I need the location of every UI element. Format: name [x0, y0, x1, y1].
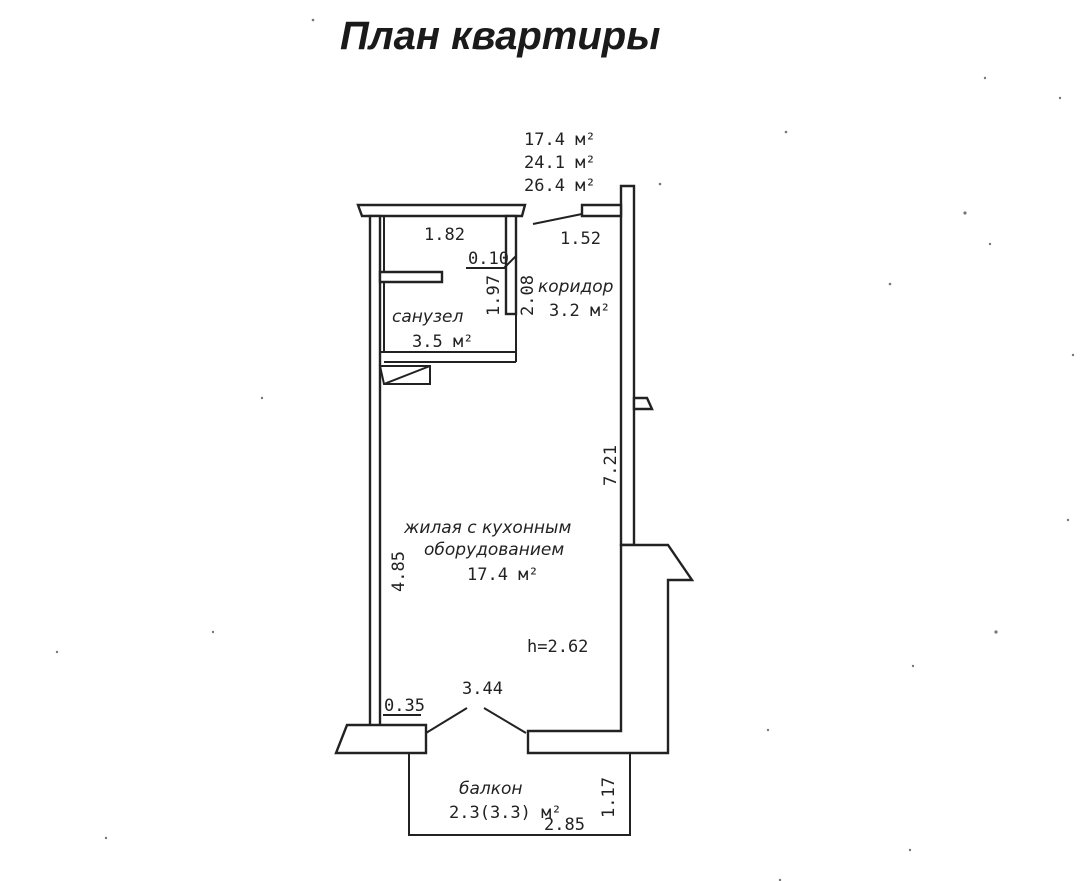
room-corridor-area: 3.2 м² [549, 301, 610, 321]
ceiling-height-label: h=2.62 [527, 637, 588, 657]
dim-bath-height: 1.97 [484, 275, 504, 316]
dim-left-wall: 4.85 [389, 551, 409, 592]
scan-noise [55, 18, 1075, 881]
room-balcony-area: 2.3(3.3) м² [449, 803, 562, 823]
room-living-area: 17.4 м² [467, 565, 539, 585]
dim-corridor-height: 2.08 [518, 275, 538, 316]
dim-bath-width: 1.82 [424, 225, 465, 245]
room-corridor-name: коридор [538, 277, 614, 297]
dim-balcony-width: 2.85 [544, 815, 585, 835]
room-bathroom-area: 3.5 м² [412, 332, 473, 352]
room-bathroom-name: санузел [392, 307, 463, 327]
page-title: План квартиры [340, 14, 661, 58]
room-living-name-2: оборудованием [424, 540, 564, 560]
area-total-with-balcony-label: 26.4 м² [524, 176, 596, 196]
dim-right-wall: 7.21 [601, 445, 621, 486]
room-living-name-1: жилая с кухонным [403, 518, 571, 538]
room-balcony-name: балкон [459, 779, 523, 799]
walls [334, 184, 695, 836]
dim-pier: 0.35 [384, 696, 425, 716]
dim-corridor-width: 1.52 [560, 229, 601, 249]
dim-balcony-depth: 1.17 [599, 777, 619, 818]
area-total-label: 24.1 м² [524, 153, 596, 173]
dim-window-width: 3.44 [462, 679, 503, 699]
area-living-label: 17.4 м² [524, 130, 596, 150]
dim-partition: 0.10 [468, 249, 509, 269]
